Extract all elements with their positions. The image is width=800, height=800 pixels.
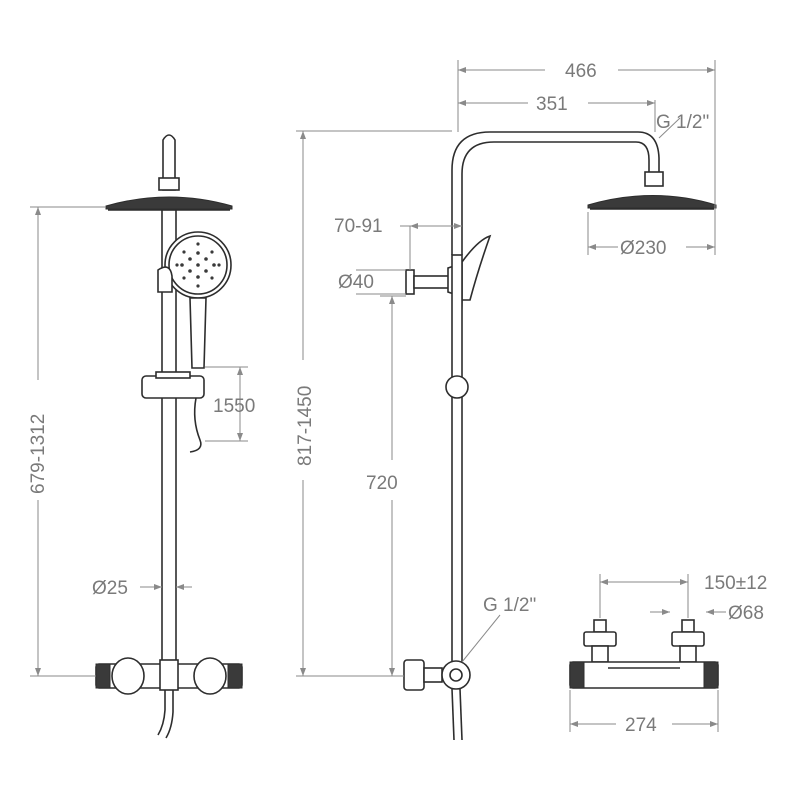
side-view: [403, 131, 717, 741]
dim-arm-offset: 70-91: [334, 216, 383, 237]
dim-inlet-spacing: 150±12: [704, 573, 767, 594]
dim-rail-diameter: Ø25: [92, 578, 128, 599]
dim-total-height: 817-1450: [295, 386, 316, 466]
arrowheads: [35, 67, 718, 727]
side-dimensions: [296, 60, 716, 677]
dim-side-height: 679-1312: [28, 414, 49, 494]
dim-head-diameter: Ø230: [620, 238, 666, 259]
front-view: [95, 134, 243, 739]
mixer-detail: [569, 619, 719, 689]
dim-head-thread: G 1/2": [656, 112, 709, 133]
dim-mixer-width: 274: [625, 715, 657, 736]
dim-arm-reach: 351: [536, 94, 568, 115]
dim-mixer-thread: G 1/2": [483, 595, 536, 616]
dim-handset-slide: 1550: [213, 396, 255, 417]
dim-wall-flange-diameter: Ø40: [338, 272, 374, 293]
dim-escutcheon-diameter: Ø68: [728, 603, 764, 624]
front-dimensions: [30, 206, 248, 677]
dim-rail-height: 720: [366, 473, 398, 494]
dim-arm-total-reach: 466: [565, 61, 597, 82]
